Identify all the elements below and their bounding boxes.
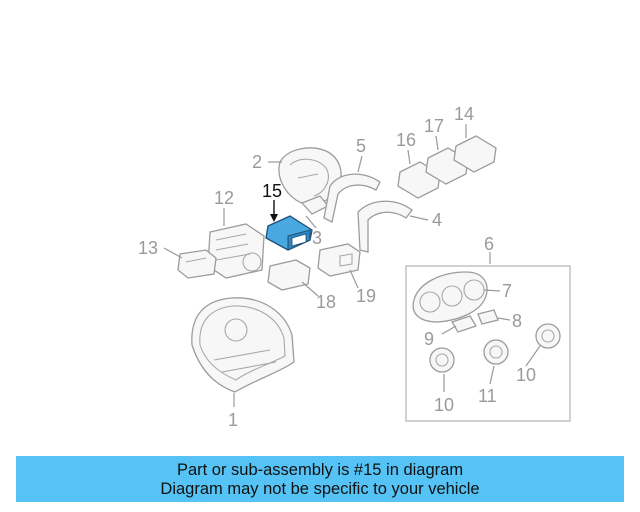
callout-19: 19 <box>356 286 376 306</box>
part-2-column-shroud[interactable] <box>278 147 342 205</box>
callout-11: 11 <box>478 386 497 406</box>
banner-line-1: Part or sub-assembly is #15 in diagram <box>176 461 464 479</box>
callout-6: 6 <box>484 234 494 254</box>
callout-10-left: 10 <box>434 395 454 415</box>
part-19-switch[interactable] <box>317 243 361 277</box>
callout-8: 8 <box>512 311 522 331</box>
part-13-connector[interactable] <box>177 249 217 279</box>
callout-7: 7 <box>502 281 512 301</box>
callout-3: 3 <box>312 228 322 248</box>
callout-14: 14 <box>454 104 474 124</box>
part-5-bezel[interactable] <box>323 173 381 223</box>
callout-2: 2 <box>252 152 262 172</box>
callout-17: 17 <box>424 116 444 136</box>
part-12-switch-assembly[interactable] <box>207 223 265 279</box>
part-18-switch[interactable] <box>267 259 311 291</box>
info-banner: Part or sub-assembly is #15 in diagram D… <box>16 456 624 502</box>
callout-13: 13 <box>138 238 158 258</box>
callout-1: 1 <box>228 410 238 430</box>
callout-10-right: 10 <box>516 365 536 385</box>
banner-line-2: Diagram may not be specific to your vehi… <box>160 480 480 498</box>
callout-15: 15 <box>262 181 282 201</box>
callout-9: 9 <box>424 329 434 349</box>
callout-16: 16 <box>396 130 416 150</box>
part-14-switch[interactable] <box>453 135 497 173</box>
part-6-climate-control-group[interactable] <box>405 265 571 422</box>
callout-4: 4 <box>432 210 442 230</box>
callout-18: 18 <box>316 292 336 312</box>
part-15-highlighted[interactable] <box>265 215 313 251</box>
part-1-instrument-cluster[interactable] <box>191 297 295 393</box>
part-4-bezel[interactable] <box>357 200 413 253</box>
callout-12: 12 <box>214 188 234 208</box>
parts-diagram: 1 2 3 4 5 6 7 8 9 10 10 11 12 13 14 15 1… <box>138 104 571 430</box>
callout-5: 5 <box>356 136 366 156</box>
